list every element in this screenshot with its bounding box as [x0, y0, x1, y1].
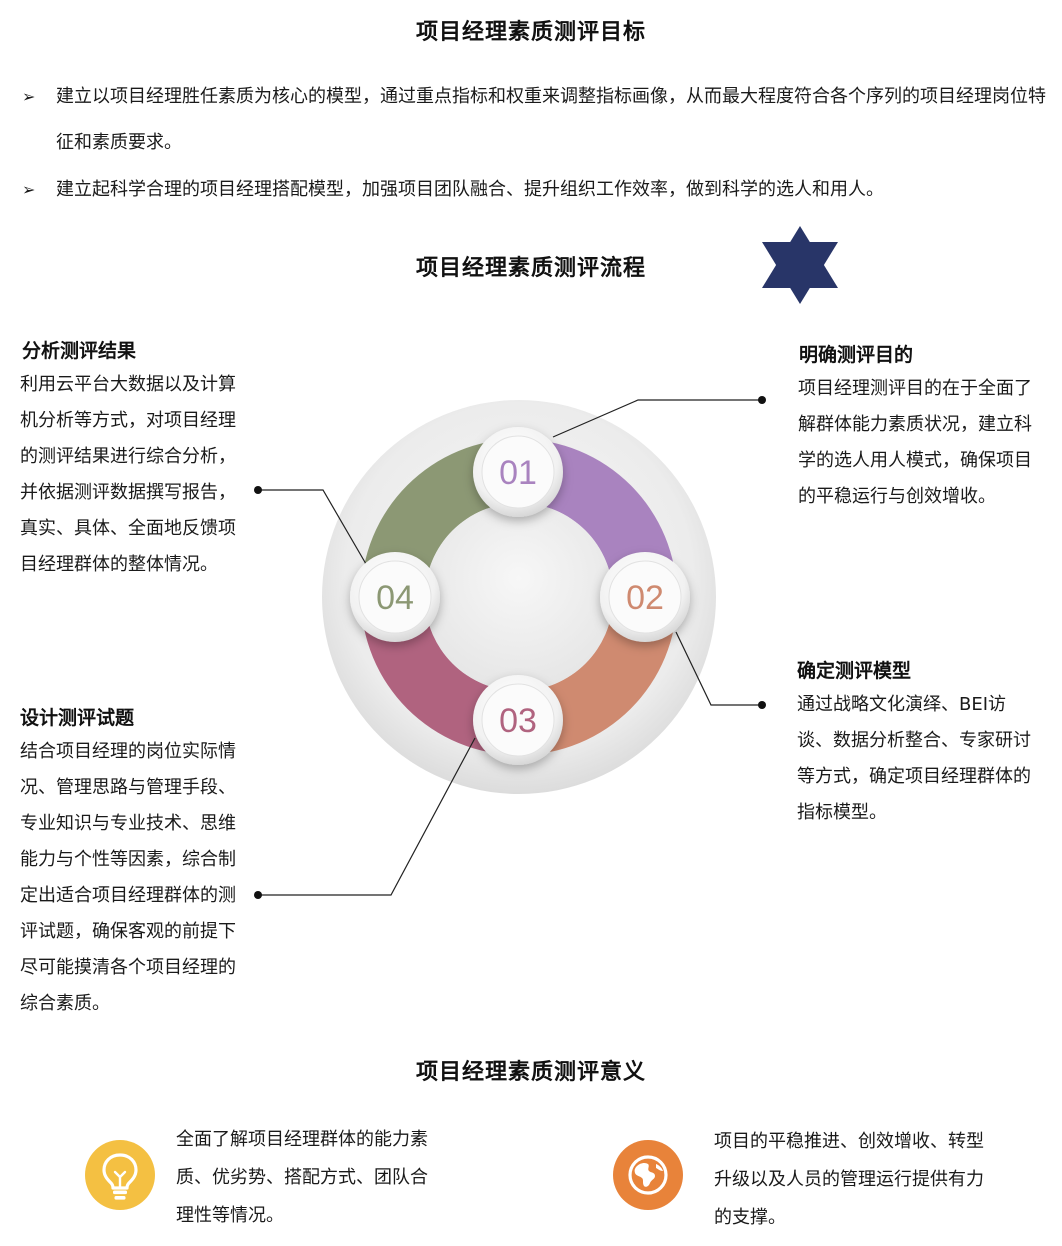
cycle-node-02: 02 — [600, 552, 690, 642]
step-04-text: 利用云平台大数据以及计算机分析等方式，对项目经理的测评结果进行综合分析，并依据测… — [20, 374, 236, 575]
cycle-node-03: 03 — [473, 675, 563, 765]
goal-bullet-2: ➢ 建立起科学合理的项目经理搭配模型，加强项目团队融合、提升组织工作效率，做到科… — [22, 167, 1052, 213]
cycle-node-number: 03 — [499, 702, 537, 740]
connector-line-03 — [258, 737, 476, 896]
goal-bullet-1: ➢ 建立以项目经理胜任素质为核心的模型，通过重点指标和权重来调整指标画像，从而最… — [22, 74, 1052, 166]
meaning-item-1-text: 全面了解项目经理群体的能力素质、优劣势、搭配方式、团队合理性等情况。 — [176, 1129, 428, 1226]
connector-line-04 — [258, 489, 367, 565]
step-04-title: 分析测评结果 — [22, 340, 137, 362]
connector-line-01 — [552, 399, 762, 438]
cycle-center — [425, 503, 613, 691]
step-01-title: 明确测评目的 — [799, 344, 914, 366]
step-02-title: 确定测评模型 — [797, 660, 912, 682]
process-title: 项目经理素质测评流程 — [415, 256, 646, 281]
step-03-title: 设计测评试题 — [20, 707, 135, 729]
lightbulb-icon — [85, 1140, 155, 1210]
cycle-node-number: 02 — [626, 579, 664, 617]
step-02-text: 通过战略文化演绎、BEI访谈、数据分析整合、专家研讨等方式，确定项目经理群体的指… — [797, 694, 1031, 823]
connector-line-02 — [675, 631, 762, 706]
arrow-bullet-icon: ➢ — [22, 180, 36, 199]
cycle-node-04: 04 — [350, 552, 440, 642]
step-03-text: 结合项目经理的岗位实际情况、管理思路与管理手段、专业知识与专业技术、思维能力与个… — [20, 741, 236, 1014]
arrow-bullet-icon: ➢ — [22, 87, 36, 106]
globe-icon — [613, 1140, 683, 1210]
goal-bullet-text: 建立以项目经理胜任素质为核心的模型，通过重点指标和权重来调整指标画像，从而最大程… — [56, 86, 1046, 153]
goal-bullet-text: 建立起科学合理的项目经理搭配模型，加强项目团队融合、提升组织工作效率，做到科学的… — [56, 179, 884, 200]
goal-title: 项目经理素质测评目标 — [415, 20, 646, 45]
meaning-item-2-text: 项目的平稳推进、创效增收、转型升级以及人员的管理运行提供有力的支撑。 — [714, 1131, 984, 1228]
connector-dot-04 — [254, 486, 262, 494]
cycle-node-number: 04 — [376, 579, 414, 617]
connector-dot-01 — [758, 396, 766, 404]
connector-dot-02 — [758, 701, 766, 709]
cycle-node-number: 01 — [499, 454, 537, 492]
connector-dot-03 — [254, 891, 262, 899]
star-of-david-icon — [762, 226, 838, 304]
meaning-title: 项目经理素质测评意义 — [415, 1060, 646, 1085]
step-01-text: 项目经理测评目的在于全面了解群体能力素质状况，建立科学的选人用人模式，确保项目的… — [798, 378, 1032, 507]
cycle-node-01: 01 — [473, 427, 563, 517]
